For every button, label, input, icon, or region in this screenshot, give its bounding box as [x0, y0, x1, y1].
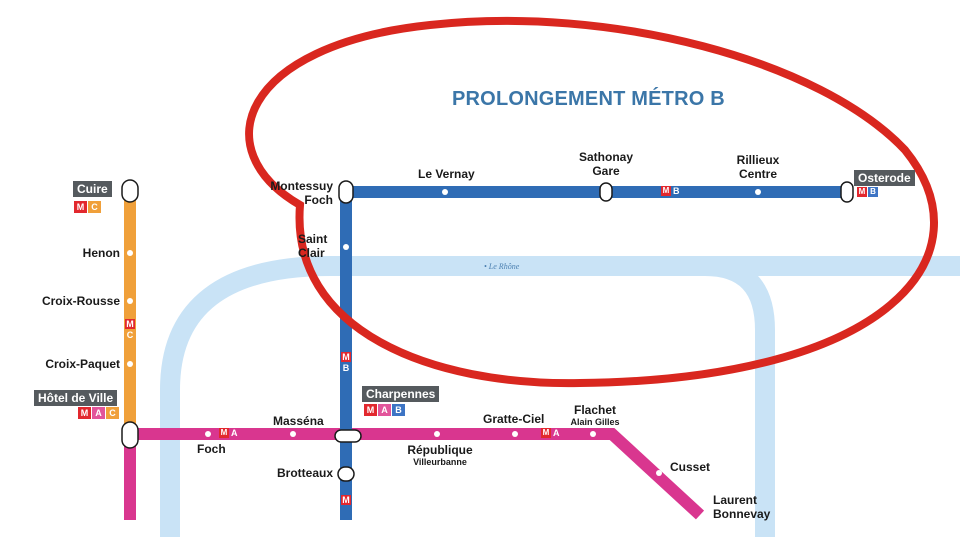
station-badges-osterode: M B	[857, 187, 878, 197]
station-name-line-1: Sathonay	[578, 150, 633, 164]
line-b-badge: B	[342, 363, 350, 373]
station-name-line-1: Montessuy	[270, 179, 333, 193]
station-label-laurent-bonnevay: Laurent Bonnevay	[713, 493, 770, 521]
line-b-track-badge-east: M B	[661, 186, 680, 197]
station-label-le-vernay: Le Vernay	[418, 167, 475, 181]
line-a-badge: A	[231, 428, 238, 438]
station-subname: Alain Gilles	[570, 417, 620, 427]
station-label-saint-clair: Saint Clair	[298, 232, 327, 260]
line-a-badge: A	[378, 404, 391, 416]
station-badges-hotel-de-ville: M A C	[78, 407, 119, 419]
station-name: Flachet	[573, 403, 616, 417]
station-name-line-2: Foch	[304, 193, 333, 207]
station-name: République	[407, 443, 473, 457]
line-c-track-badge: M C	[125, 319, 135, 340]
station-label-croix-rousse: Croix-Rousse	[41, 294, 120, 308]
station-label-brotteaux: Brotteaux	[276, 466, 333, 480]
station-dots	[127, 189, 761, 476]
metro-badge: M	[78, 407, 91, 419]
metro-badge: M	[219, 428, 229, 438]
station-label-gratte-ciel: Gratte-Ciel	[483, 412, 545, 426]
metro-badge: M	[341, 352, 351, 362]
station-label-foch: Foch	[197, 442, 226, 456]
station-subname: Villeurbanne	[413, 457, 467, 467]
metro-badge: M	[74, 201, 87, 213]
station-label-montessuy-foch: Montessuy Foch	[255, 179, 333, 207]
line-b-badge: B	[673, 186, 680, 196]
metro-badge: M	[125, 319, 135, 329]
line-c-badge: C	[106, 407, 119, 419]
station-name-line-1: Laurent	[713, 493, 758, 507]
station-name-line-2: Clair	[298, 246, 325, 260]
line-b-track-badge-south: M	[341, 495, 351, 505]
metro-badge: M	[857, 187, 867, 197]
station-label-cuire: Cuire	[73, 181, 112, 197]
line-a-track-badge-east: M A	[541, 428, 560, 439]
station-label-henon: Henon	[82, 246, 120, 260]
metro-badge: M	[341, 495, 351, 505]
metro-badge: M	[541, 428, 551, 438]
station-label-croix-paquet: Croix-Paquet	[45, 357, 120, 371]
river-label: • Le Rhône	[484, 262, 520, 271]
map-title: PROLONGEMENT MÉTRO B	[452, 88, 725, 110]
station-label-osterode: Osterode	[854, 170, 915, 186]
tram-line-left	[160, 256, 345, 537]
station-label-rillieux-centre: Rillieux Centre	[722, 153, 794, 181]
station-label-massena: Masséna	[273, 414, 324, 428]
station-name-line-2: Bonnevay	[713, 507, 771, 521]
interchange-stops	[121, 179, 854, 482]
station-label-flachet: Flachet Alain Gilles	[560, 403, 630, 428]
station-badges-charpennes: M A B	[364, 404, 405, 416]
line-b-badge: B	[392, 404, 405, 416]
highlight-ring	[245, 16, 938, 388]
station-label-cusset: Cusset	[670, 460, 711, 474]
line-a-badge: A	[92, 407, 105, 419]
station-label-charpennes: Charpennes	[362, 386, 440, 402]
line-a-track-badge-west: M A	[219, 428, 238, 439]
metro-badge: M	[661, 186, 671, 196]
tram-line-right	[704, 256, 775, 537]
station-badges-cuire: M C	[74, 201, 101, 213]
station-label-sathonay-gare: Sathonay Gare	[570, 150, 642, 178]
metro-badge: M	[364, 404, 377, 416]
station-label-republique: République Villeurbanne	[395, 443, 485, 468]
line-c-badge: C	[88, 201, 101, 213]
station-name-line-1: Rillieux	[736, 153, 780, 167]
line-b-track-badge: M B	[341, 352, 351, 373]
line-a-badge: A	[553, 428, 560, 438]
station-label-hotel-de-ville: Hôtel de Ville	[34, 390, 118, 406]
line-b-badge: B	[868, 187, 878, 197]
station-name-line-2: Centre	[738, 167, 777, 181]
station-name-line-2: Gare	[592, 164, 620, 178]
station-name-line-1: Saint	[298, 232, 328, 246]
line-c-badge: C	[126, 330, 134, 340]
